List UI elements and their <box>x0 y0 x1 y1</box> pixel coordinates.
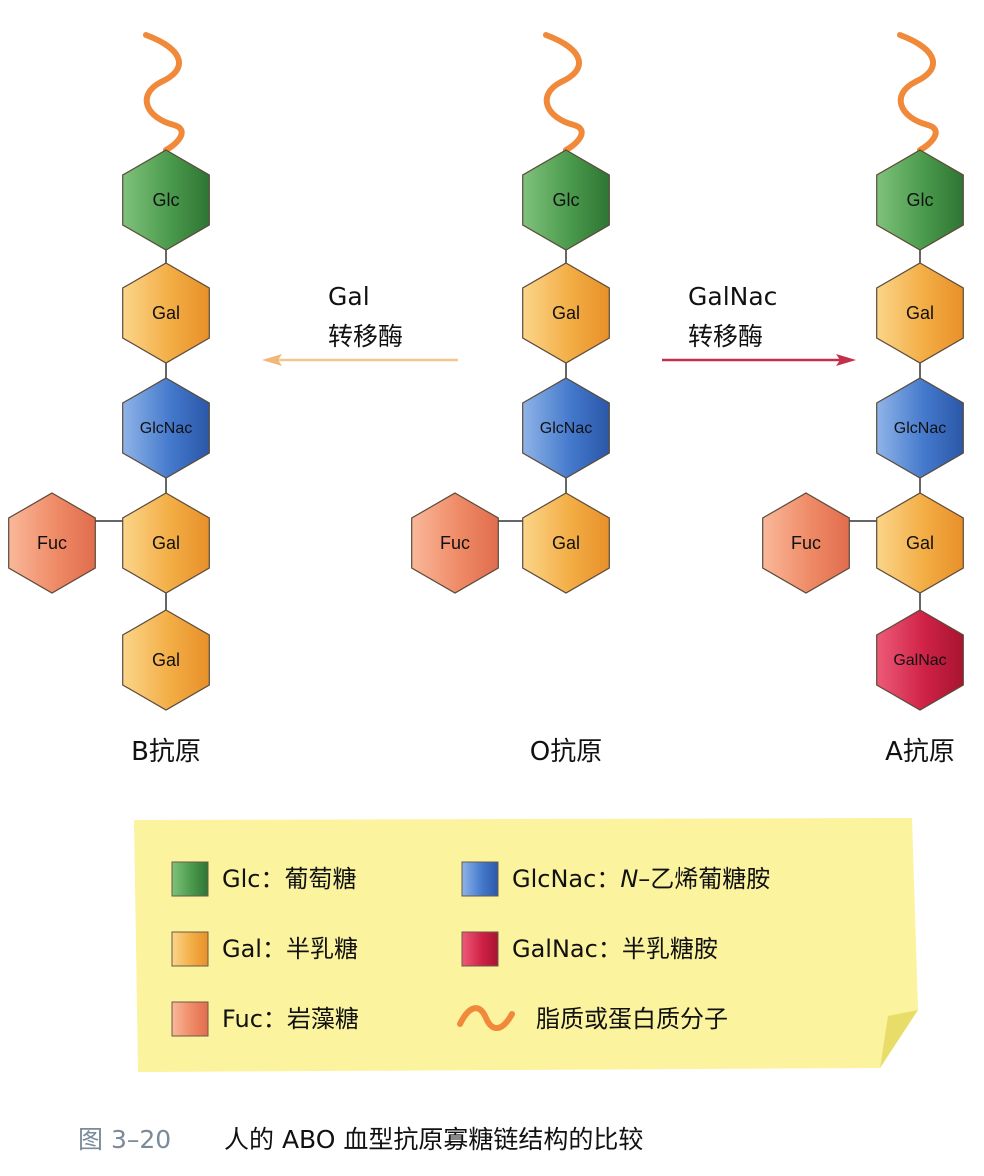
caption-number: 图 3–20 <box>78 1125 171 1154</box>
galnac-swatch-icon <box>461 931 499 967</box>
caption-text: 人的 ABO 血型抗原寡糖链结构的比较 <box>224 1125 643 1154</box>
fuc-hexagon: Fuc <box>8 492 96 594</box>
legend-item-galnac: GalNac：半乳糖胺 <box>461 931 718 967</box>
chain-swatch-icon <box>457 1005 515 1031</box>
fuc-label: Fuc <box>440 533 470 553</box>
glc-swatch-icon <box>171 861 209 897</box>
gal-label: Gal <box>152 533 180 553</box>
gal-label: Gal <box>906 303 934 323</box>
glcnac-label: GlcNac <box>140 420 192 437</box>
glcnac-swatch-icon <box>461 861 499 897</box>
gal-label: Gal <box>152 303 180 323</box>
galnac-transferase-arrowhead <box>836 354 856 366</box>
glc-hexagon: Glc <box>876 149 964 251</box>
legend-item-fuc: Fuc：岩藻糖 <box>171 1001 359 1037</box>
legend-label: 脂质或蛋白质分子 <box>536 1005 728 1033</box>
gal-hexagon: Gal <box>122 262 210 364</box>
galnac-transferase-label-line1: GalNac <box>688 282 777 311</box>
gal-transferase-arrowhead <box>262 354 282 366</box>
glcnac-label: GlcNac <box>540 420 592 437</box>
gal-transferase-label-line2: 转移酶 <box>328 322 403 351</box>
legend-label-italic: N <box>620 865 638 893</box>
gal-label: Gal <box>152 650 180 670</box>
legend-label: Glc：葡萄糖 <box>222 865 356 893</box>
legend-label: GalNac：半乳糖胺 <box>512 935 718 963</box>
antigen-label: A抗原 <box>885 737 955 767</box>
glc-label: Glc <box>153 190 180 210</box>
galnac-transferase-label-line2: 转移酶 <box>688 322 763 351</box>
gal-swatch-icon <box>171 931 209 967</box>
fuc-label: Fuc <box>791 533 821 553</box>
glc-hexagon: Glc <box>122 149 210 251</box>
gal-label: Gal <box>552 533 580 553</box>
lipid-protein-chain <box>897 32 939 153</box>
legend-label: GlcNac：N–乙烯葡糖胺 <box>512 865 770 893</box>
galnac-label: GalNac <box>893 652 946 669</box>
legend-item-glc: Glc：葡萄糖 <box>171 861 356 897</box>
lipid-protein-chain <box>143 32 185 153</box>
gal-hexagon: Gal <box>522 492 610 594</box>
glc-label: Glc <box>907 190 934 210</box>
figure-caption: 图 3–20 人的 ABO 血型抗原寡糖链结构的比较 <box>78 1125 643 1154</box>
fuc-hexagon: Fuc <box>762 492 850 594</box>
legend-label-suffix: –乙烯葡糖胺 <box>638 865 770 893</box>
legend-label: Gal：半乳糖 <box>222 935 358 963</box>
legend-note-background <box>134 818 918 1072</box>
gal-hexagon: Gal <box>122 492 210 594</box>
fuc-label: Fuc <box>37 533 67 553</box>
gal-hexagon: Gal <box>876 262 964 364</box>
legend: Glc：葡萄糖 Gal：半乳糖 Fuc：岩藻糖 GlcNac：N–乙烯葡糖胺 GalNa… <box>134 818 918 1072</box>
legend-label-prefix: GlcNac： <box>512 865 620 893</box>
glcnac-label: GlcNac <box>894 420 946 437</box>
legend-item-gal: Gal：半乳糖 <box>171 931 358 967</box>
gal-hexagon: Gal <box>522 262 610 364</box>
gal-hexagon: Gal <box>122 609 210 711</box>
legend-note-fold <box>880 1010 918 1068</box>
galnac-hexagon: GalNac <box>876 609 964 711</box>
gal-transferase-label-line1: Gal <box>328 282 370 311</box>
glc-hexagon: Glc <box>522 149 610 251</box>
lipid-protein-chain <box>543 32 585 153</box>
glc-label: Glc <box>553 190 580 210</box>
antigen-label: B抗原 <box>131 737 201 767</box>
gal-label: Gal <box>552 303 580 323</box>
antigen-label: O抗原 <box>530 737 602 767</box>
gal-label: Gal <box>906 533 934 553</box>
glcnac-hexagon: GlcNac <box>122 377 210 479</box>
glcnac-hexagon: GlcNac <box>876 377 964 479</box>
legend-item-chain: 脂质或蛋白质分子 <box>457 1005 728 1033</box>
legend-label: Fuc：岩藻糖 <box>222 1005 359 1033</box>
gal-hexagon: Gal <box>876 492 964 594</box>
legend-item-glcnac: GlcNac：N–乙烯葡糖胺 <box>461 861 770 897</box>
fuc-hexagon: Fuc <box>411 492 499 594</box>
glcnac-hexagon: GlcNac <box>522 377 610 479</box>
fuc-swatch-icon <box>171 1001 209 1037</box>
